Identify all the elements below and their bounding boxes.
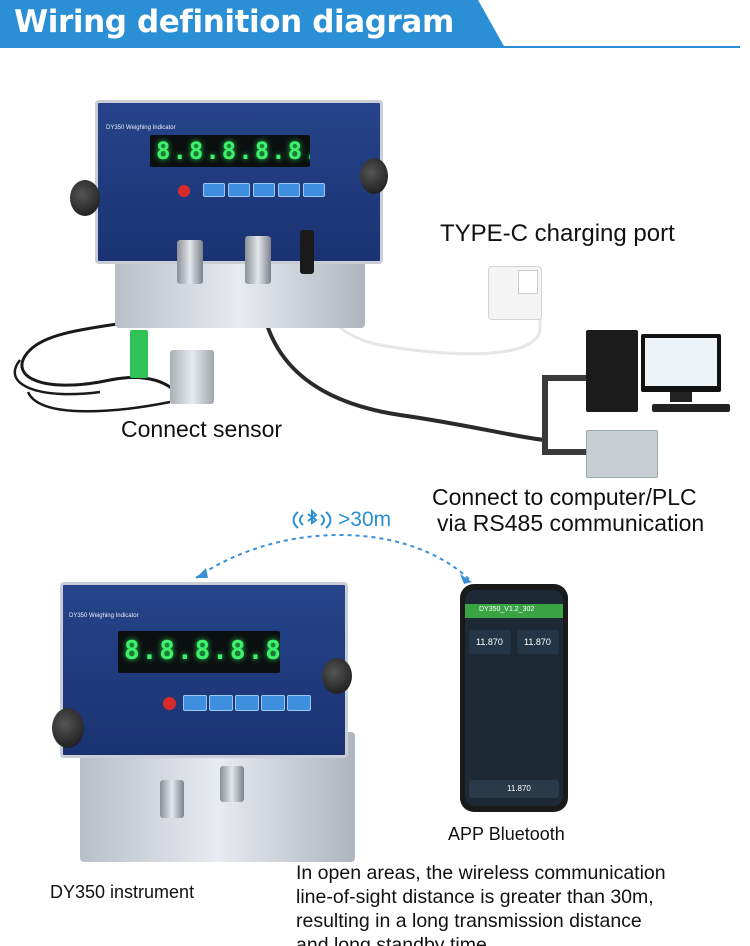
panel-key[interactable] (261, 695, 285, 711)
header-banner (0, 0, 505, 48)
instrument-panel: DY350 Weighing Indicator 8.8.8.8.8.8. (95, 100, 383, 264)
bluetooth-signal (288, 507, 336, 533)
app-title: DY350_V1.2_302 (479, 606, 535, 613)
phone-screen: DY350_V1.2_302 11.870 11.870 11.870 (465, 590, 563, 806)
rs485-connector (245, 236, 271, 284)
panel-key[interactable] (303, 183, 325, 197)
reading-card-right: 11.870 (517, 630, 559, 654)
monitor (641, 334, 721, 392)
side-knob-right (360, 158, 388, 194)
sensor-connector (177, 240, 203, 284)
description-block: In open areas, the wireless communicatio… (296, 860, 736, 946)
instrument-bottom: DY350 Weighing Indicator 8.8.8.8.8.8. (52, 582, 355, 867)
keyboard (652, 404, 730, 412)
power-button[interactable] (178, 185, 190, 197)
display-digits: 8.8.8.8.8.8. (156, 137, 310, 165)
weight-display: 8.8.8.8.8.8. (150, 135, 310, 167)
panel-key[interactable] (203, 183, 225, 197)
reading-left: 11.870 (476, 637, 503, 647)
weight-display: 8.8.8.8.8.8. (118, 631, 280, 673)
distance-label: >30m (338, 508, 392, 531)
side-knob-right (322, 658, 352, 694)
display-digits: 8.8.8.8.8.8. (124, 636, 280, 666)
power-button[interactable] (163, 697, 176, 710)
description-line: In open areas, the wireless communicatio… (296, 862, 666, 884)
reading-bottom: 11.870 (507, 784, 531, 793)
description-line: resulting in a long transmission distanc… (296, 910, 642, 932)
app-bluetooth-label: APP Bluetooth (448, 824, 565, 844)
smartphone: DY350_V1.2_302 11.870 11.870 11.870 (460, 584, 568, 812)
bluetooth-icon (292, 508, 332, 529)
panel-key[interactable] (183, 695, 207, 711)
typec-label: TYPE-C charging port (440, 220, 675, 247)
panel-key[interactable] (287, 695, 311, 711)
reading-card-left: 11.870 (469, 630, 511, 654)
load-cell-sensor (170, 350, 214, 404)
panel-key[interactable] (209, 695, 233, 711)
computer-label-line1: Connect to computer/PLC (432, 484, 697, 510)
typec-port-cap (300, 230, 314, 274)
terminal-block (130, 330, 148, 378)
usb-plug (518, 270, 538, 294)
instrument-label: DY350 instrument (50, 882, 195, 902)
description-line: line-of-sight distance is greater than 3… (296, 886, 654, 908)
side-knob-left (52, 708, 84, 748)
reading-right: 11.870 (524, 637, 551, 647)
monitor-screen (645, 338, 717, 386)
plc-unit (586, 430, 658, 478)
page-title: Wiring definition diagram (14, 4, 454, 40)
rs485-connector (220, 766, 244, 802)
monitor-stand (670, 392, 692, 402)
header-underline (0, 46, 740, 48)
description-line: and long standby time. (296, 934, 493, 946)
sensor-label: Connect sensor (121, 416, 283, 442)
panel-key[interactable] (235, 695, 259, 711)
panel-key[interactable] (278, 183, 300, 197)
reading-card-bottom: 11.870 (469, 780, 559, 798)
app-title-bar: DY350_V1.2_302 (465, 604, 563, 618)
side-knob-left (70, 180, 100, 216)
panel-key[interactable] (228, 183, 250, 197)
instrument-top: DY350 Weighing Indicator 8.8.8.8.8.8. (70, 100, 388, 330)
pc-tower (586, 330, 638, 412)
instrument-panel: DY350 Weighing Indicator 8.8.8.8.8.8. (60, 582, 348, 758)
computer-label-line2: via RS485 communication (437, 510, 705, 536)
sensor-connector (160, 780, 184, 818)
panel-key[interactable] (253, 183, 275, 197)
